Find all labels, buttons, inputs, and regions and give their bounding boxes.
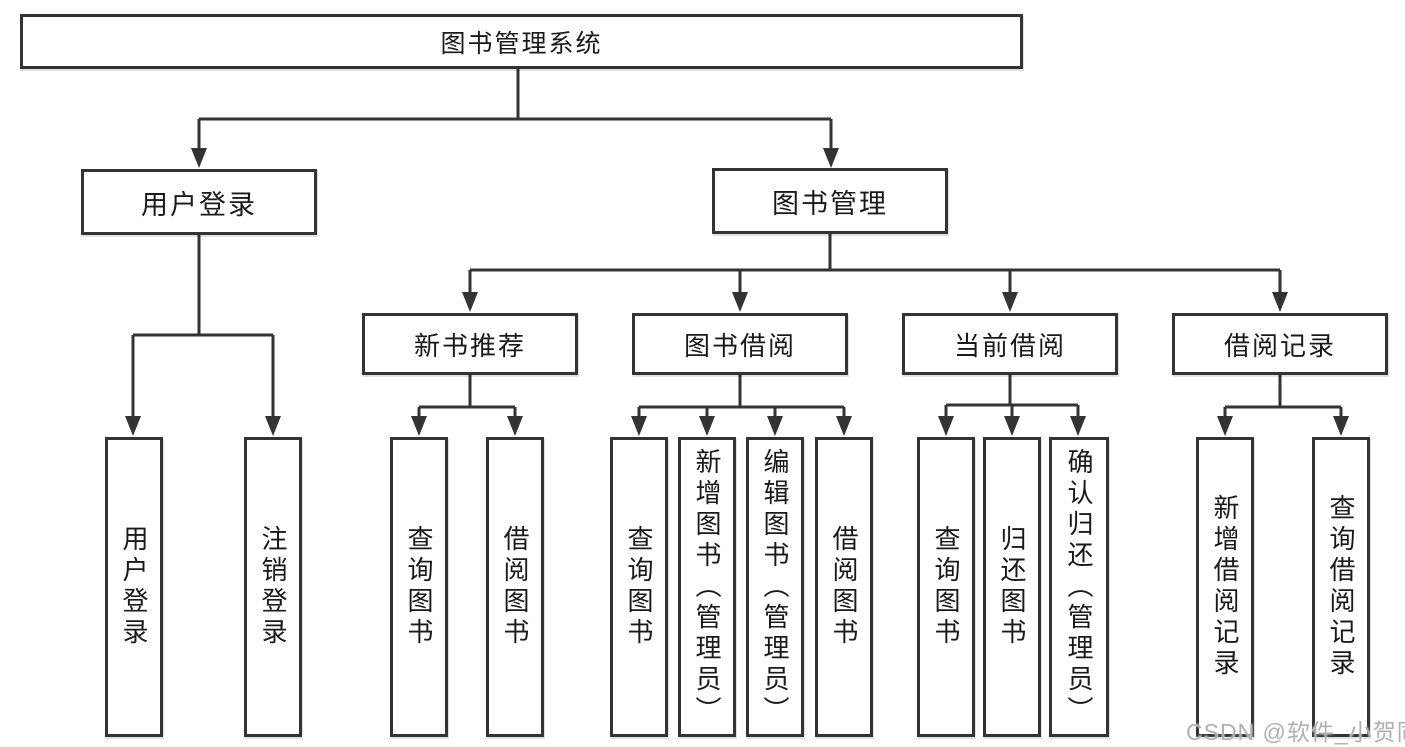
node-user-login: 用户登录 xyxy=(81,169,317,235)
node-current-borrow: 当前借阅 xyxy=(902,313,1118,375)
leaf-logout: 注销登录 xyxy=(244,437,302,737)
connector-root-split xyxy=(197,68,833,150)
arrowhead xyxy=(732,292,748,312)
arrowhead xyxy=(823,148,839,168)
leaf-newbook-query-books: 查询图书 xyxy=(390,437,448,737)
arrowhead xyxy=(1217,416,1233,436)
leaf-label: 编辑图书（管理员） xyxy=(760,447,791,727)
leaf-label: 查询图书 xyxy=(404,525,435,649)
leaf-user-login: 用户登录 xyxy=(105,437,163,737)
node-book-borrow: 图书借阅 xyxy=(632,313,848,375)
arrowhead xyxy=(125,416,141,436)
leaf-label: 确认归还（管理员） xyxy=(1064,447,1095,727)
arrowhead xyxy=(699,416,715,436)
arrowhead xyxy=(938,416,954,436)
leaf-records-query-record: 查询借阅记录 xyxy=(1312,437,1370,737)
arrowhead xyxy=(191,148,207,168)
arrowhead xyxy=(462,292,478,312)
leaf-label: 归还图书 xyxy=(997,525,1028,649)
node-label: 图书管理系统 xyxy=(440,29,603,58)
arrowhead xyxy=(1070,416,1086,436)
arrowhead xyxy=(265,416,281,436)
leaf-label: 用户登录 xyxy=(119,525,150,649)
leaf-current-return-books: 归还图书 xyxy=(983,437,1041,737)
arrowhead xyxy=(1272,292,1288,312)
leaf-label: 借阅图书 xyxy=(829,525,860,649)
arrowhead xyxy=(1002,292,1018,312)
csdn-watermark: CSDN @软件_小贺同学 xyxy=(1186,719,1405,745)
node-label: 图书管理 xyxy=(772,188,888,219)
leaf-label: 新增借阅记录 xyxy=(1210,494,1241,680)
leaf-records-add-record: 新增借阅记录 xyxy=(1196,437,1254,737)
leaf-current-confirm-return-admin: 确认归还（管理员） xyxy=(1049,437,1109,737)
leaf-newbook-borrow-books: 借阅图书 xyxy=(486,437,544,737)
node-book-management: 图书管理 xyxy=(712,168,948,234)
leaf-borrow-add-books-admin: 新增图书（管理员） xyxy=(678,437,736,737)
leaf-label: 查询图书 xyxy=(931,525,962,649)
node-borrow-records: 借阅记录 xyxy=(1172,313,1388,375)
node-new-book-recommend: 新书推荐 xyxy=(362,313,578,375)
connector-bookborrow-split xyxy=(637,375,846,418)
arrowhead xyxy=(507,416,523,436)
connector-currentborrow-split xyxy=(944,374,1080,418)
connector-newbook-split xyxy=(417,375,517,418)
node-library-management-system: 图书管理系统 xyxy=(20,14,1023,69)
node-label: 用户登录 xyxy=(141,189,257,220)
arrowhead xyxy=(411,416,427,436)
arrowhead xyxy=(767,416,783,436)
node-label: 借阅记录 xyxy=(1223,330,1336,361)
connector-records-split xyxy=(1223,375,1343,418)
leaf-label: 新增图书（管理员） xyxy=(692,447,723,727)
leaf-current-query-books: 查询图书 xyxy=(917,437,975,737)
arrowhead xyxy=(1004,416,1020,436)
leaf-borrow-borrow-books: 借阅图书 xyxy=(815,437,873,737)
leaf-borrow-edit-books-admin: 编辑图书（管理员） xyxy=(746,437,804,737)
node-label: 新书推荐 xyxy=(413,330,526,361)
leaf-label: 查询图书 xyxy=(624,525,655,649)
connector-login-split xyxy=(131,234,275,418)
arrowhead xyxy=(836,416,852,436)
leaf-label: 借阅图书 xyxy=(500,525,531,649)
arrowhead xyxy=(1333,416,1349,436)
arrowhead xyxy=(631,416,647,436)
leaf-label: 查询借阅记录 xyxy=(1326,494,1357,680)
node-label: 图书借阅 xyxy=(683,330,796,361)
node-label: 当前借阅 xyxy=(953,330,1066,361)
connector-management-split xyxy=(468,233,1282,294)
leaf-borrow-query-books: 查询图书 xyxy=(610,437,668,737)
leaf-label: 注销登录 xyxy=(258,525,289,649)
